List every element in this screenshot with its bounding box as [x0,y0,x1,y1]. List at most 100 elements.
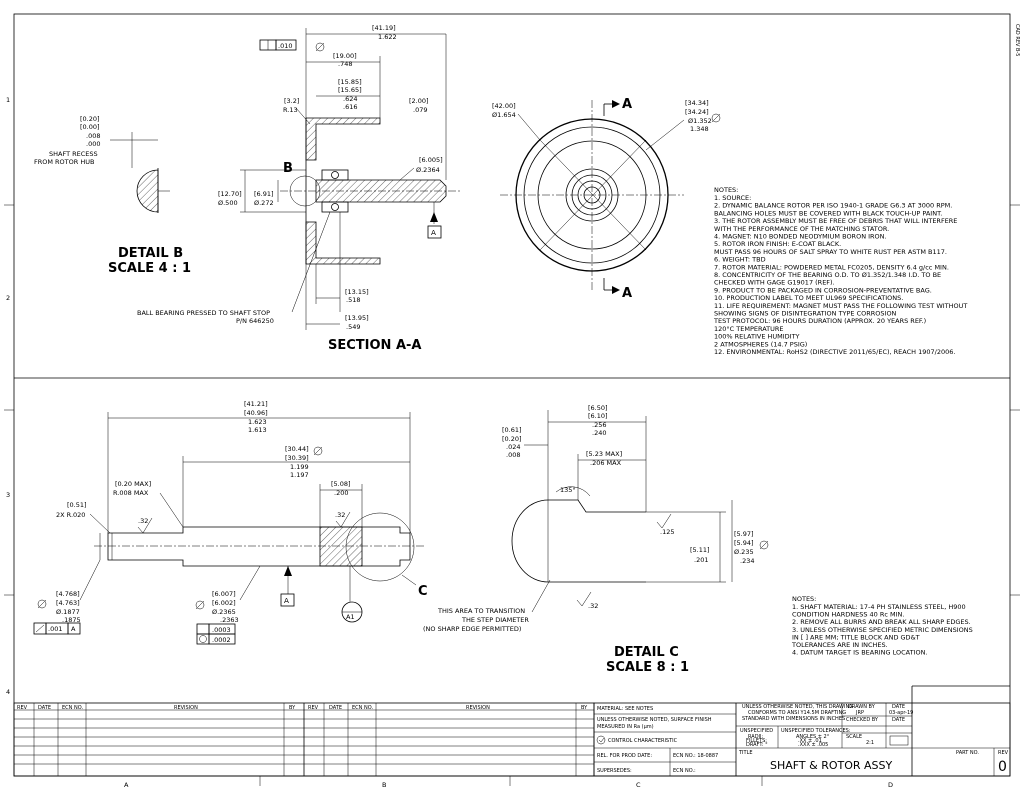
detail-c-d650-d: .240 [592,429,606,437]
shaft-d6-d: .2363 [220,616,239,624]
rev-h-date-2: DATE [329,705,342,711]
shaft-d30-a: [30.44] [285,445,309,453]
tb-drawn-val: JRP [855,710,864,716]
dim-69-in: Ø.272 [254,199,274,207]
shaft-d4-d: .1875 [62,616,81,624]
tb-ecn2: ECN NO.: [673,768,696,774]
rev-h-rev-1: REV [17,705,28,711]
tb-tol-title: UNSPECIFIED TOLERANCES: [781,728,851,734]
detail-c-d523: [5.23 MAX] [586,450,622,458]
dim-19-metric: [19.00] [333,52,357,60]
rev-h-ecn-2: ECN NO. [352,705,373,711]
tb-date: DATE [892,704,905,710]
shaft-fcf2: .0003 [212,626,231,634]
notes-top-13: 10. PRODUCTION LABEL TO MEET UL969 SPECI… [714,294,903,302]
shaft-fcf1-datum: A [71,625,76,633]
detail-c-d061-c: .024 [506,443,520,451]
shaft-view: C [41.21] [40.96] 1.623 1.613 [30.44] [3… [33,400,428,645]
zone-col-a: A [124,781,129,789]
tb-date2: DATE [892,717,905,723]
shaft-d020: [0.20 MAX] [115,480,151,488]
shaft-fcf1: .001 [48,625,62,633]
rev-h-revision-2: REVISION [466,705,490,711]
tb-finish1: UNLESS OTHERWISE NOTED, SURFACE FINISH [597,717,712,723]
dim-12-metric: [12.70] [218,190,242,198]
shaft-label-c: C [418,584,428,599]
tb-unspec: UNSPECIFIED [740,728,773,734]
notes-top-17: 120°C TEMPERATURE [714,325,784,333]
notes-top: NOTES: 1. SOURCE:2. DYNAMIC BALANCE ROTO… [713,186,967,356]
shaft-d41-a: [41.21] [244,400,268,408]
shaft-d6-c: Ø.2365 [212,608,236,616]
detail-c-d650-a: [6.50] [588,404,608,412]
shaft-d020-in: R.008 MAX [113,489,149,497]
detail-b-dim-metric: [0.20] [80,115,100,123]
detail-c-angle: 135° [560,486,576,494]
rev-h-ecn-1: ECN NO. [62,705,83,711]
dim-42-in: Ø1.654 [492,111,516,119]
bearing-note: BALL BEARING PRESSED TO SHAFT STOP [137,309,270,317]
shaft-d508: [5.08] [331,480,351,488]
dim-r3-metric: [3.2] [284,97,299,105]
dim-15-a: [15.85] [338,78,362,86]
dim-34-a: [34.34] [685,99,709,107]
notes-top-7: MUST PASS 96 HOURS OF SALT SPRAY TO WHIT… [714,248,947,256]
dim-34-b: [34.24] [685,108,709,116]
notes-top-12: 9. PRODUCT TO BE PACKAGED IN CORROSION-P… [714,286,932,294]
detail-c: [0.61] [0.20] .024 .008 [6.50] [6.10] .2… [423,404,769,675]
notes-top-2: BALANCING HOLES MUST BE COVERED WITH BLA… [714,209,942,217]
sheet-border [13,13,1011,777]
detail-c-d597-c: Ø.235 [734,548,754,556]
detail-c-d523-in: .206 MAX [590,459,622,467]
shaft-d41-b: [40.96] [244,409,268,417]
zone-col-d: D [888,781,893,789]
shaft-d508-in: .200 [334,489,348,497]
shaft-d41-d: 1.613 [248,426,267,434]
rev-h-revision-1: REVISION [174,705,198,711]
dim-r3-in: R.13 [283,106,298,114]
detail-c-d061-d: .008 [506,451,520,459]
dim-41-in: 1.622 [378,33,397,41]
dim-12-in: Ø.500 [218,199,238,207]
dim-6-metric: [6.005] [419,156,443,164]
notes-bottom: NOTES: 1. SHAFT MATERIAL: 17-4 PH STAINL… [791,595,973,657]
tb-part-no: PART NO. [956,750,979,756]
tb-checked-by: CHECKED BY [846,717,879,723]
tb-fillets: FILLETS: [746,738,767,744]
tb-finish2: MEASURED IN Ra (µm) [597,724,654,730]
detail-b-note2: FROM ROTOR HUB [34,158,94,166]
notes-top-1: 2. DYNAMIC BALANCE ROTOR PER ISO 1940-1 … [714,202,952,210]
notes-bottom-5: TOLERANCES ARE IN INCHES. [791,641,888,649]
detail-b-dim-in2: .000 [86,140,100,148]
detail-c-scale: SCALE 8 : 1 [606,660,689,675]
detail-c-d597-b: [5.94] [734,539,754,547]
shaft-d41-c: 1.623 [248,418,267,426]
notes-top-title: NOTES: [714,186,738,194]
dim-139-metric: [13.95] [345,314,369,322]
zone-ticks [4,204,1020,786]
dim-41-metric: [41.19] [372,24,396,32]
dim-2-metric: [2.00] [409,97,429,105]
detail-c-finish-125: .125 [660,528,674,536]
shaft-finish-1: .32 [138,517,148,525]
shaft-fcf3: .0002 [212,636,231,644]
detail-b: [0.20] [0.00] .008 .000 SHAFT RECESS FRO… [34,115,191,276]
zone-row-3: 3 [6,491,10,499]
shaft-d051: [0.51] [67,501,87,509]
detail-c-trans2: THE STEP DIAMETER [461,616,529,624]
rev-h-date-1: DATE [38,705,51,711]
tb-std1: UNLESS OTHERWISE NOTED, THIS DRAWING [742,704,853,710]
notes-bottom-6: 4. DATUM TARGET IS BEARING LOCATION. [792,649,928,657]
tb-draft: DRAFT: ° [746,742,768,748]
shaft-d6-a: [6.007] [212,590,236,598]
detail-b-title: DETAIL B [118,246,183,261]
detail-c-trans3: (NO SHARP EDGE PERMITTED) [423,625,521,633]
notes-bottom-3: 3. UNLESS OTHERWISE SPECIFIED METRIC DIM… [792,626,973,634]
notes-top-11: CHECKED WITH GAGE G19017 (REF). [714,279,835,287]
notes-top-3: 3. THE ROTOR ASSEMBLY MUST BE FREE OF DE… [714,217,957,225]
dim-15-c: .624 [343,95,357,103]
tb-scale-lbl: SCALE [846,734,862,740]
detail-c-d650-b: [6.10] [588,412,608,420]
notes-bottom-title: NOTES: [792,595,816,603]
